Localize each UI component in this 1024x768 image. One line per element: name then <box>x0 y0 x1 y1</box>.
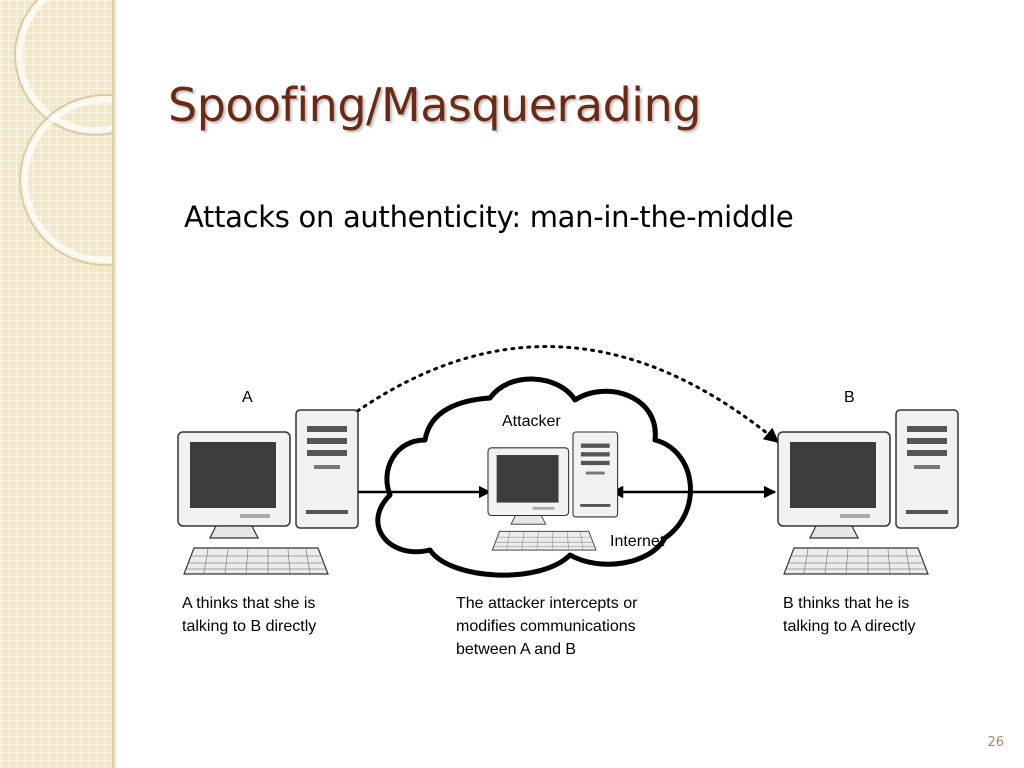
node-b-label: B <box>844 389 855 406</box>
sidebar-decoration <box>0 0 112 768</box>
mitm-diagram: A B Attacker Internet A thinks that she … <box>177 345 959 658</box>
page-number: 26 <box>987 735 1004 750</box>
slide-subtitle: Attacks on authenticity: man-in-the-midd… <box>184 200 794 234</box>
node-b-caption: B thinks that he is talking to A directl… <box>783 595 916 635</box>
attacker-label: Attacker <box>502 413 561 430</box>
internet-label: Internet <box>610 533 665 550</box>
node-a-caption: A thinks that she is talking to B direct… <box>182 595 320 635</box>
sidebar-edge <box>112 0 116 768</box>
computer-b-icon <box>777 409 959 575</box>
node-a-label: A <box>242 389 253 406</box>
attacker-caption: The attacker intercepts or modifies comm… <box>456 595 642 658</box>
slide-title: Spoofing/Masquerading <box>168 78 701 132</box>
computer-a-icon <box>177 409 359 575</box>
perceived-link-arrow <box>336 345 780 444</box>
sidebar-circles-decoration <box>14 0 112 266</box>
